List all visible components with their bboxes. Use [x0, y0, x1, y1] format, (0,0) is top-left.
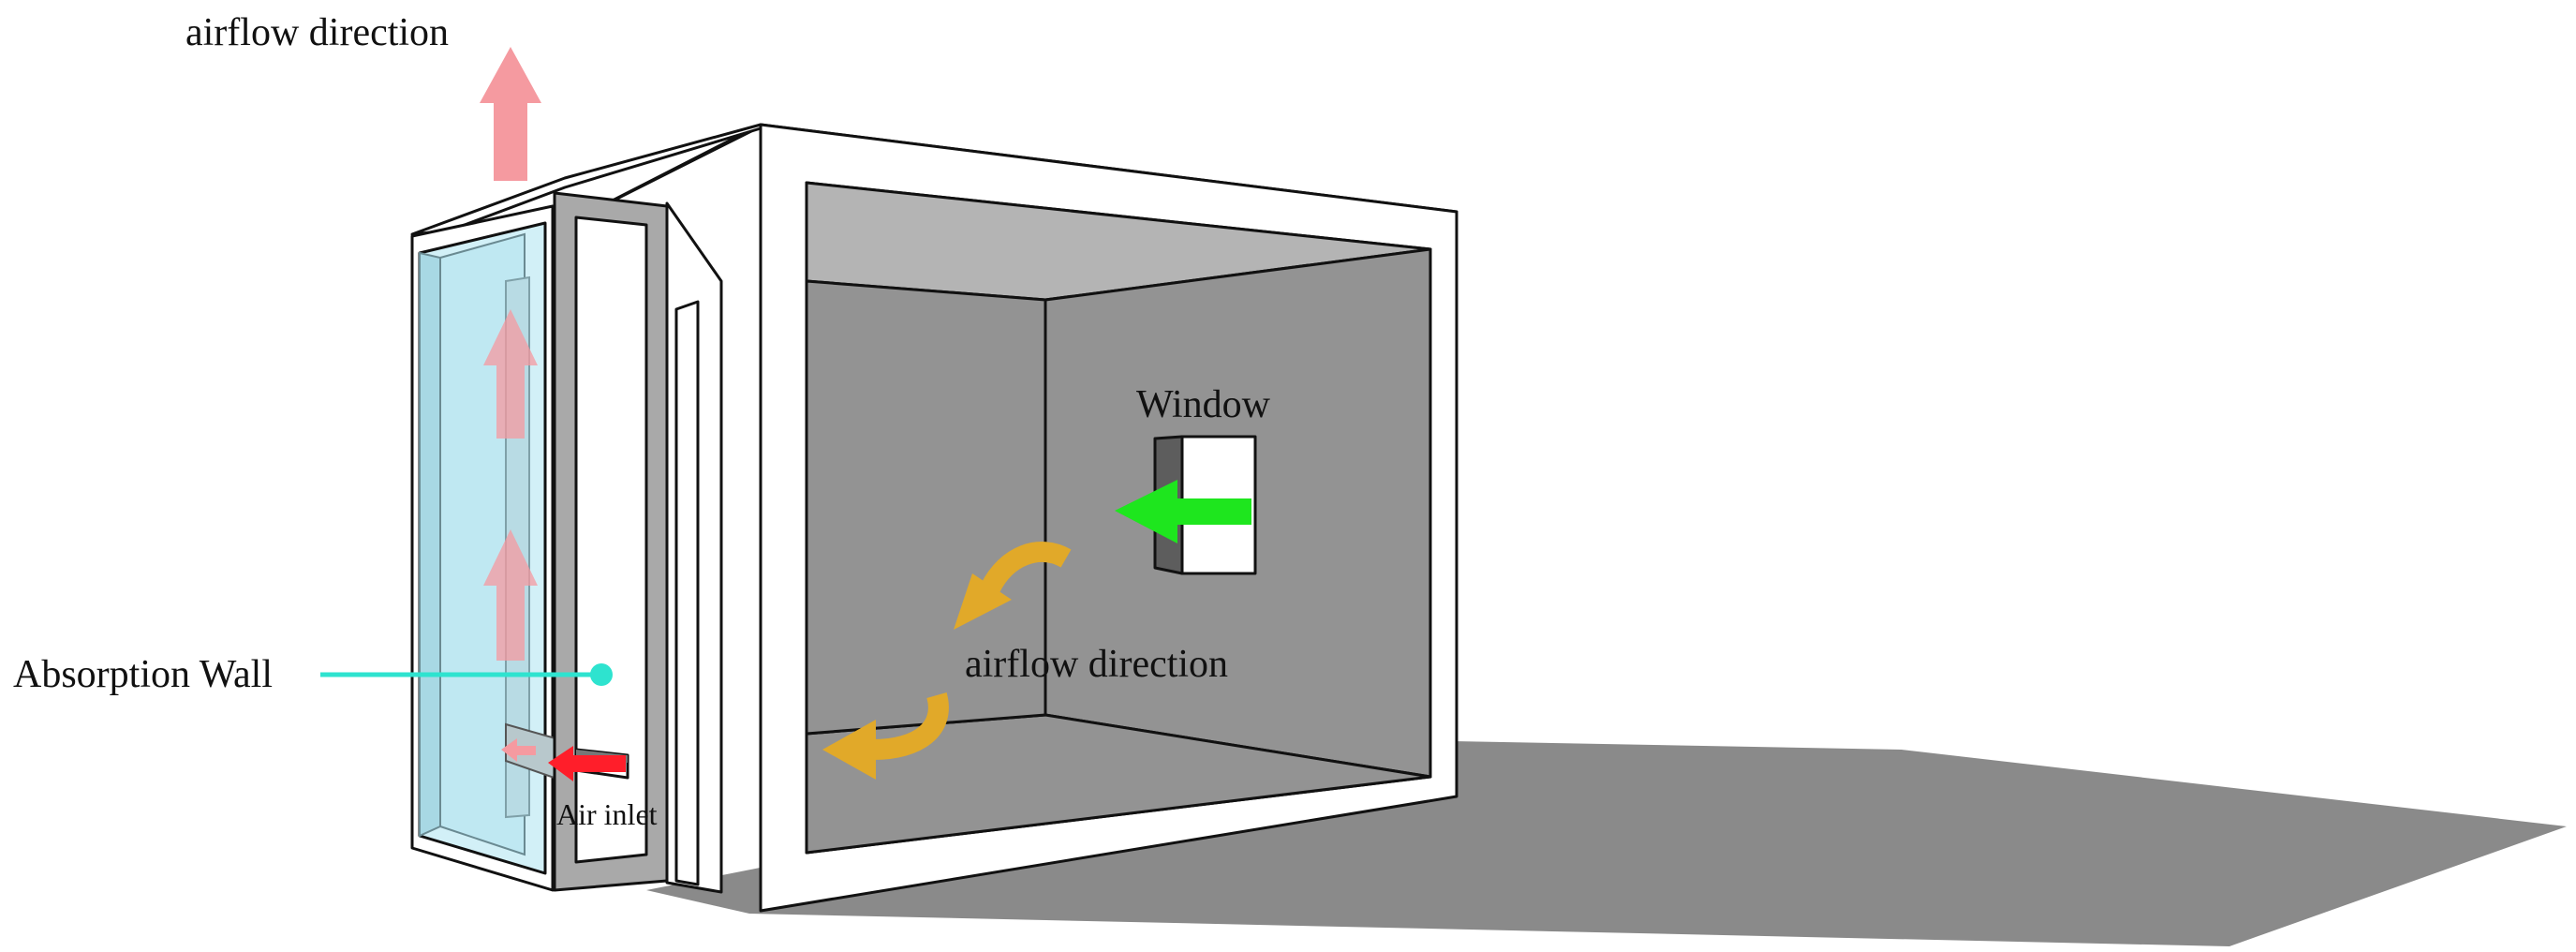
- ground-shadow: [646, 740, 2567, 946]
- airflow-up-arrow-top: [480, 47, 541, 181]
- inner-frame: [553, 191, 669, 892]
- label-air-inlet: Air inlet: [556, 797, 658, 831]
- label-window: Window: [1136, 383, 1271, 426]
- airflow-up-arrow-upper: [483, 309, 538, 439]
- airflow-curve-arrow-upper: [981, 542, 1072, 594]
- shell-side-slot: [674, 300, 700, 886]
- label-airflow-room: airflow direction: [965, 643, 1228, 686]
- airflow-inlet-arrow-small: [501, 738, 536, 762]
- inner-glass-edge: [419, 251, 441, 838]
- absorption-wall: [410, 204, 563, 892]
- inner-frame-opening: [574, 216, 648, 864]
- absorption-wall-dot: [590, 663, 613, 686]
- label-airflow-top: airflow direction: [185, 11, 449, 54]
- airflow-inlet-arrow-main: [548, 746, 626, 781]
- room-left-wall: [805, 279, 1047, 736]
- airflow-curve-arrow-upper-head: [954, 573, 1012, 630]
- window-inflow-arrow: [1115, 480, 1251, 543]
- airflow-curve-arrow-lower-head: [822, 720, 876, 780]
- airflow-curve-arrow-lower: [872, 692, 949, 760]
- label-absorption-wall: Absorption Wall: [13, 653, 273, 696]
- airflow-up-arrow-lower: [483, 529, 538, 661]
